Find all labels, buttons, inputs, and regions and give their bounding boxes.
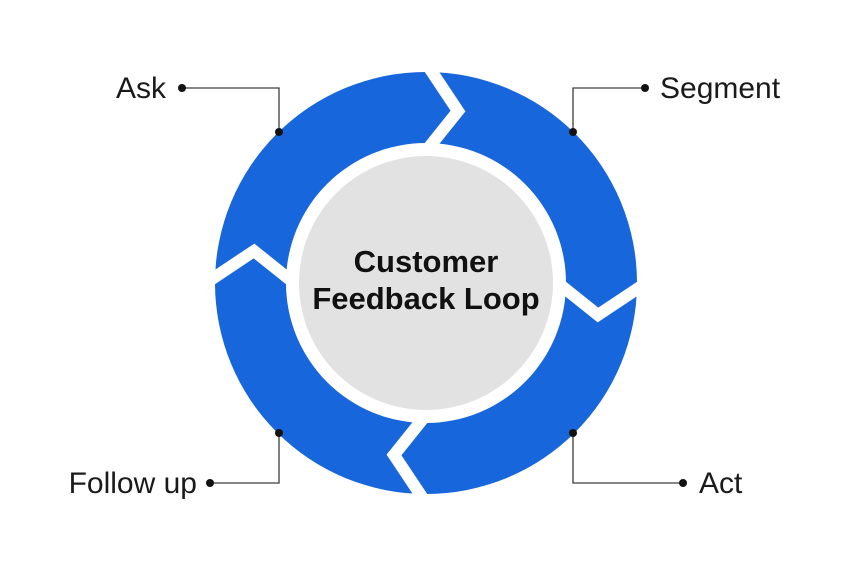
follow-up-label-dot	[206, 479, 214, 487]
center-title-line1: Customer	[354, 244, 499, 279]
step-ask: Ask	[116, 72, 283, 136]
center-circle	[299, 156, 553, 410]
leader-line-act	[572, 433, 683, 484]
arrow-chevron-gap-right	[554, 278, 650, 323]
act-label-dot	[679, 479, 687, 487]
leader-line-follow-up	[210, 433, 280, 484]
feedback-loop-ring	[202, 59, 650, 507]
act-ring-dot	[569, 429, 577, 437]
ask-label: Ask	[116, 72, 167, 105]
follow-up-ring-dot	[275, 429, 283, 437]
ask-label-dot	[178, 84, 186, 92]
step-act: Act	[569, 429, 743, 500]
segment-label-dot	[641, 84, 649, 92]
leader-line-ask	[182, 87, 280, 132]
segment-label: Segment	[660, 72, 781, 105]
leader-line-segment	[572, 87, 645, 132]
step-follow-up: Follow up	[69, 429, 283, 500]
follow-up-label: Follow up	[69, 467, 197, 500]
center-title-line2: Feedback Loop	[312, 281, 539, 316]
ask-ring-dot	[275, 128, 283, 136]
act-label: Act	[699, 467, 743, 500]
arrow-chevron-gap-bottom	[386, 411, 431, 507]
step-segment: Segment	[569, 72, 781, 136]
arrow-chevron-gap-top	[421, 59, 466, 155]
arrow-chevron-gap-left	[202, 243, 298, 288]
center-title: Customer Feedback Loop	[312, 244, 539, 316]
segment-ring-dot	[569, 128, 577, 136]
